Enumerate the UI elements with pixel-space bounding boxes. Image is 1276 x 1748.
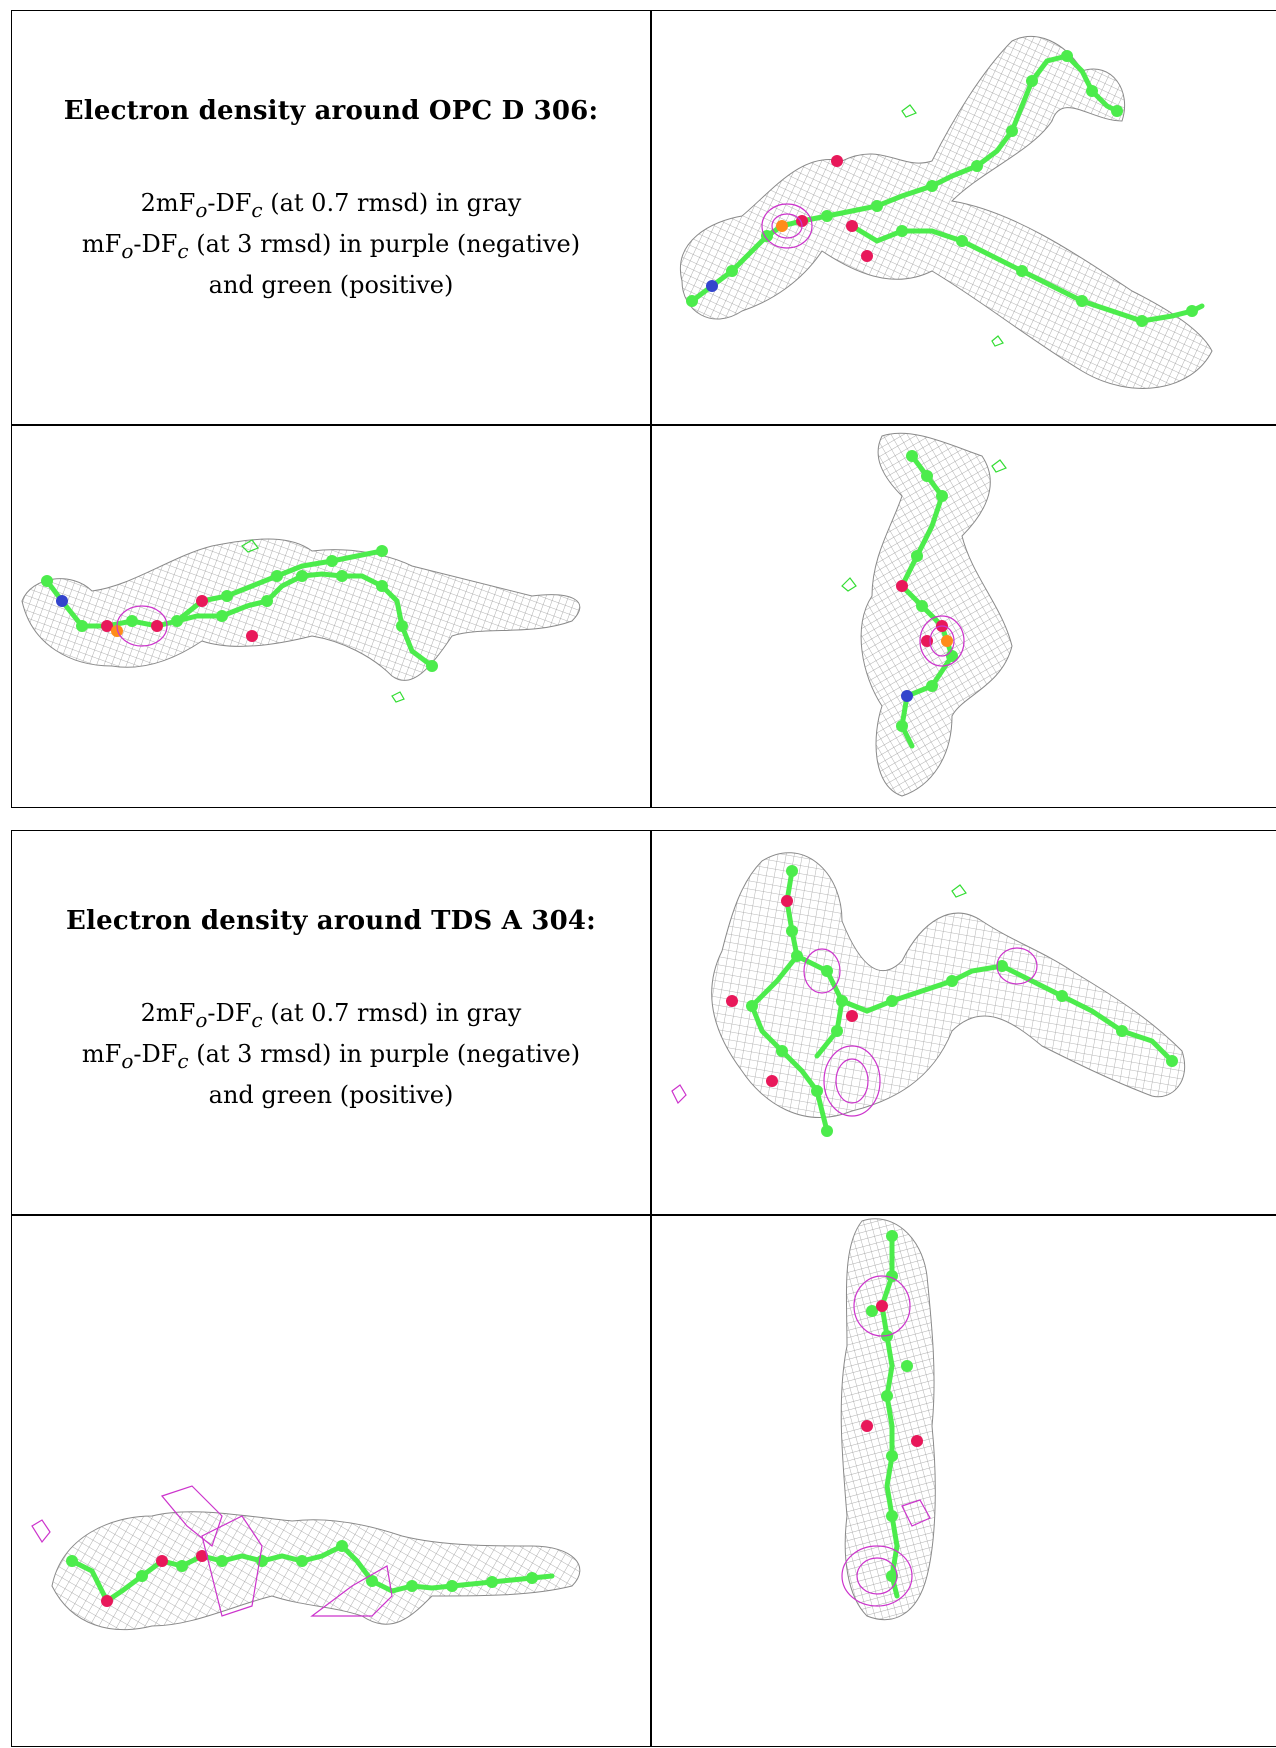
caption-cell: Electron density around OPC D 306: 2mFo-… (12, 11, 650, 424)
legend-line-colors: and green (positive) (208, 1080, 454, 1109)
column-divider (650, 831, 652, 1746)
caption-cell: Electron density around TDS A 304: 2mFo-… (12, 831, 650, 1214)
density-panel-opc: Electron density around OPC D 306: 2mFo-… (11, 10, 1276, 808)
density-image (840, 1218, 936, 1621)
density-view-bottom-right (652, 426, 1276, 809)
legend-line-difference: mFo-DFc (at 3 rmsd) in purple (negative) (81, 229, 581, 263)
density-panel-tds: Electron density around TDS A 304: 2mFo-… (11, 830, 1276, 1747)
density-image (679, 35, 1213, 389)
density-image (841, 432, 1013, 797)
legend-line-colors: and green (positive) (208, 270, 454, 299)
density-view-bottom-left (12, 426, 650, 809)
density-view-top-right (652, 831, 1276, 1214)
density-view-top-right (652, 11, 1276, 424)
legend-line-gray: 2mFo-DFc (at 0.7 rmsd) in gray (140, 999, 522, 1032)
density-view-bottom-right (652, 1216, 1276, 1748)
legend-text: 2mFo-DFc (at 0.7 rmsd) in gray mFo-DFc (… (82, 996, 580, 1112)
density-image (671, 852, 1186, 1137)
density-image (31, 1485, 581, 1631)
row-divider (12, 424, 1276, 426)
row-divider (12, 1214, 1276, 1216)
legend-text: 2mFo-DFc (at 0.7 rmsd) in gray mFo-DFc (… (82, 186, 580, 302)
panel-title: Electron density around TDS A 304: (66, 906, 596, 936)
panel-title: Electron density around OPC D 306: (63, 96, 599, 126)
legend-line-difference: mFo-DFc (at 3 rmsd) in purple (negative) (81, 1039, 581, 1073)
density-image (21, 538, 581, 703)
column-divider (650, 11, 652, 807)
density-view-bottom-left (12, 1216, 650, 1748)
legend-line-gray: 2mFo-DFc (at 0.7 rmsd) in gray (140, 189, 522, 222)
